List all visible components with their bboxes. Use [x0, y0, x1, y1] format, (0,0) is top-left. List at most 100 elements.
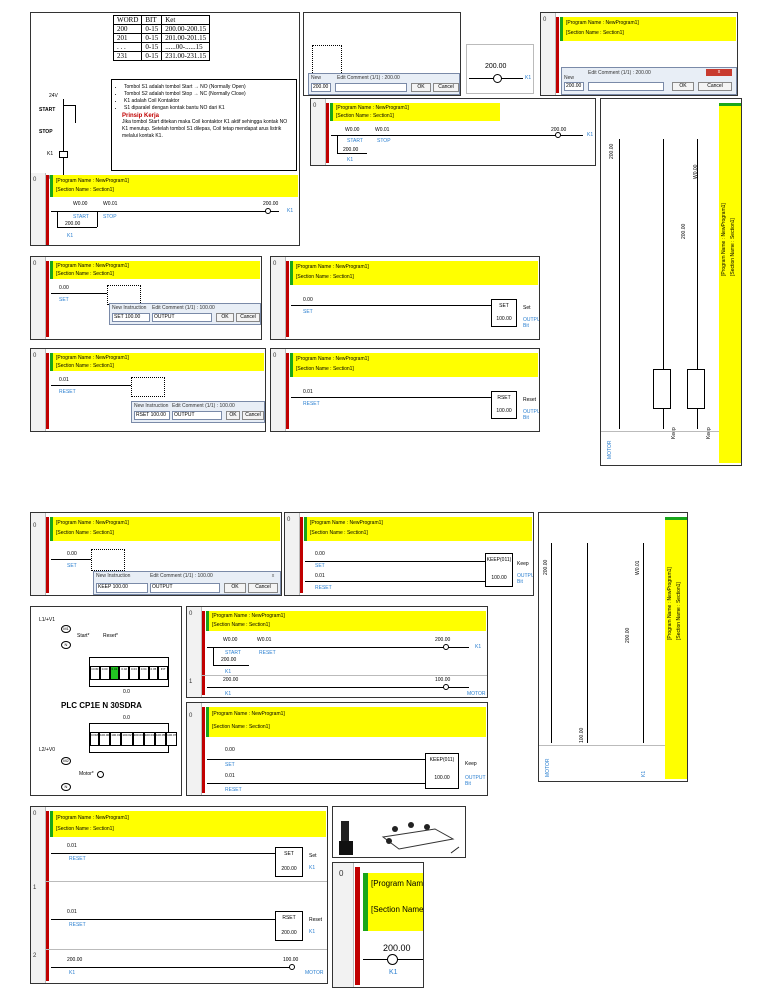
rset-instruction: RSET 200.00: [275, 911, 303, 941]
supply-terminal-icon: M1: [61, 625, 71, 633]
output-terminal: 100.04: [143, 732, 155, 746]
table-cell: 201: [112, 33, 143, 43]
new-instruction-dialog[interactable]: New Instruction Edit Comment (1/1) : 100…: [109, 303, 261, 325]
new-instruction-dialog[interactable]: New Instruction Edit Comment (1/1) : 100…: [93, 571, 281, 595]
note-bullet: Tombol S1 adalah tombol Start → NO (Norm…: [124, 84, 292, 90]
output-coil: [555, 132, 561, 138]
panel-keep-rung: 0 [Program Name : NewProgram1] [Section …: [284, 512, 534, 596]
table-cell: 0-15: [141, 42, 163, 52]
pointer: [450, 846, 460, 854]
motor-label: Motor*: [79, 771, 94, 777]
power-rail: [46, 517, 49, 593]
contact-comment: K1: [225, 691, 232, 697]
rung-gutter: 0: [31, 349, 46, 431]
power-rail: [46, 353, 49, 429]
ladder-header: [Program Name : NewProgram1] [Section Na…: [50, 811, 326, 837]
ok-button[interactable]: OK: [216, 313, 234, 322]
supply-label: L2/+V0: [39, 747, 55, 753]
contact-address: 0.00: [67, 551, 77, 557]
coil-comment: K1: [309, 865, 316, 871]
panel-edit-comment-2: 0 [Program Name : NewProgram1] [Section …: [540, 12, 738, 96]
close-icon[interactable]: x: [706, 69, 732, 76]
notes-body: Jika tombol Start ditekan maka Coil kont…: [122, 119, 288, 139]
table-cell: 231: [112, 51, 143, 61]
section-name: [Section Name : Section1]: [296, 366, 354, 372]
contact-address: W0.01: [103, 201, 118, 207]
rung-wire: [337, 135, 338, 153]
rung-number: 0: [339, 869, 344, 878]
contact-comment: K1: [69, 970, 76, 976]
keep-instruction: KEEP(011) 100.00: [485, 553, 513, 587]
dialog-title: Edit Comment (1/1) : 100.00: [172, 403, 235, 409]
contact-address: 200.00: [67, 957, 83, 963]
program-name: [Program Name: [371, 879, 424, 888]
rung-wire: [619, 139, 620, 429]
contact-comment: K1: [225, 669, 232, 675]
coil-comment: MOTOR: [305, 970, 324, 976]
instruction-input[interactable]: KEEP 100.00: [96, 583, 148, 593]
rung-gutter: 0: [285, 513, 300, 595]
coil-comment: K1: [475, 644, 482, 650]
instruction-label: Keep: [671, 427, 677, 439]
rung-number: 0: [543, 17, 547, 23]
input-terminal-block: COM 0.00 0.01 0.02 0.03 0.04 0.05 INT: [89, 657, 169, 687]
table: [381, 828, 455, 850]
rung-wire: [663, 139, 664, 429]
rung-number: 0: [189, 611, 193, 617]
section-name: [Section Name : Section1]: [212, 622, 270, 628]
comment-input[interactable]: OUTPUT: [152, 313, 212, 322]
comment-input[interactable]: OUTPUT: [172, 411, 222, 420]
rung-wire: [305, 561, 485, 562]
value-input[interactable]: 200.00: [311, 83, 331, 92]
ok-button[interactable]: OK: [672, 82, 694, 91]
cancel-button[interactable]: Cancel: [698, 82, 732, 91]
plc-model-label: PLC CP1E N 30SDRA: [61, 701, 142, 710]
power-rail: [556, 17, 559, 93]
ok-button[interactable]: OK: [411, 83, 431, 92]
contact-address: 200.00: [681, 223, 687, 239]
section-divider: [601, 431, 719, 432]
ladder-header: [Program Name : NewProgram1] [Section Na…: [330, 103, 500, 121]
cancel-button[interactable]: Cancel: [242, 411, 264, 420]
ladder-header: [Program Name : NewProgram1] [Section Na…: [290, 353, 538, 377]
close-icon[interactable]: x: [268, 573, 278, 580]
section-name: [Section Name: [371, 905, 424, 914]
contact-address: W0.01: [635, 560, 641, 575]
ok-button[interactable]: OK: [224, 583, 246, 593]
value-input[interactable]: 200.00: [564, 82, 584, 91]
note-bullet: K1 adalah Coil Kontaktor: [124, 98, 292, 104]
contact-address: W0.00: [223, 637, 238, 643]
wiring-line: [63, 99, 64, 179]
instruction-operand: 100.00: [491, 575, 507, 581]
comment-input[interactable]: [588, 82, 664, 91]
wiring-stop-label: STOP: [39, 129, 53, 135]
rung-number: 0: [33, 261, 37, 267]
input-terminal: 0.01: [109, 666, 120, 680]
new-instruction-dialog[interactable]: New Instruction Edit Comment (1/1) : 100…: [131, 401, 265, 423]
comment-input[interactable]: [335, 83, 407, 92]
coil-address: 200.00: [435, 637, 451, 643]
cancel-button[interactable]: Cancel: [236, 313, 260, 322]
rung-wire: [291, 397, 491, 398]
contact-address: 200.00: [625, 627, 631, 643]
rung-number: 2: [33, 953, 37, 959]
dialog-title: New Instruction: [112, 305, 147, 311]
set-instruction: SET 100.00: [491, 299, 517, 327]
cancel-button[interactable]: Cancel: [248, 583, 278, 593]
cancel-button[interactable]: Cancel: [433, 83, 459, 92]
rung-number: 0: [273, 261, 277, 267]
table-cell: 201.00-201.15: [161, 33, 211, 43]
program-name: [Program Name : NewProgram1]: [212, 613, 285, 619]
output-terminal: 100.00: [99, 732, 111, 746]
instruction-input[interactable]: SET 100.00: [112, 313, 150, 322]
section-name: [Section Name : Section1]: [56, 530, 114, 536]
instruction-input[interactable]: RSET 100.00: [134, 411, 170, 420]
contact-comment: START: [347, 138, 363, 144]
program-name: [Program Name : NewProgram1]: [667, 567, 673, 640]
section-name: [Section Name : Section1]: [566, 30, 624, 36]
comment-input[interactable]: OUTPUT: [150, 583, 220, 593]
ok-button[interactable]: OK: [226, 411, 240, 420]
rung-number: 0: [33, 811, 37, 817]
edit-comment-dialog[interactable]: New Edit Comment (1/1) : 200.00 x 200.00…: [561, 67, 737, 95]
edit-comment-dialog[interactable]: Edit Comment (1/1) : 200.00 New 200.00 O…: [308, 73, 460, 95]
